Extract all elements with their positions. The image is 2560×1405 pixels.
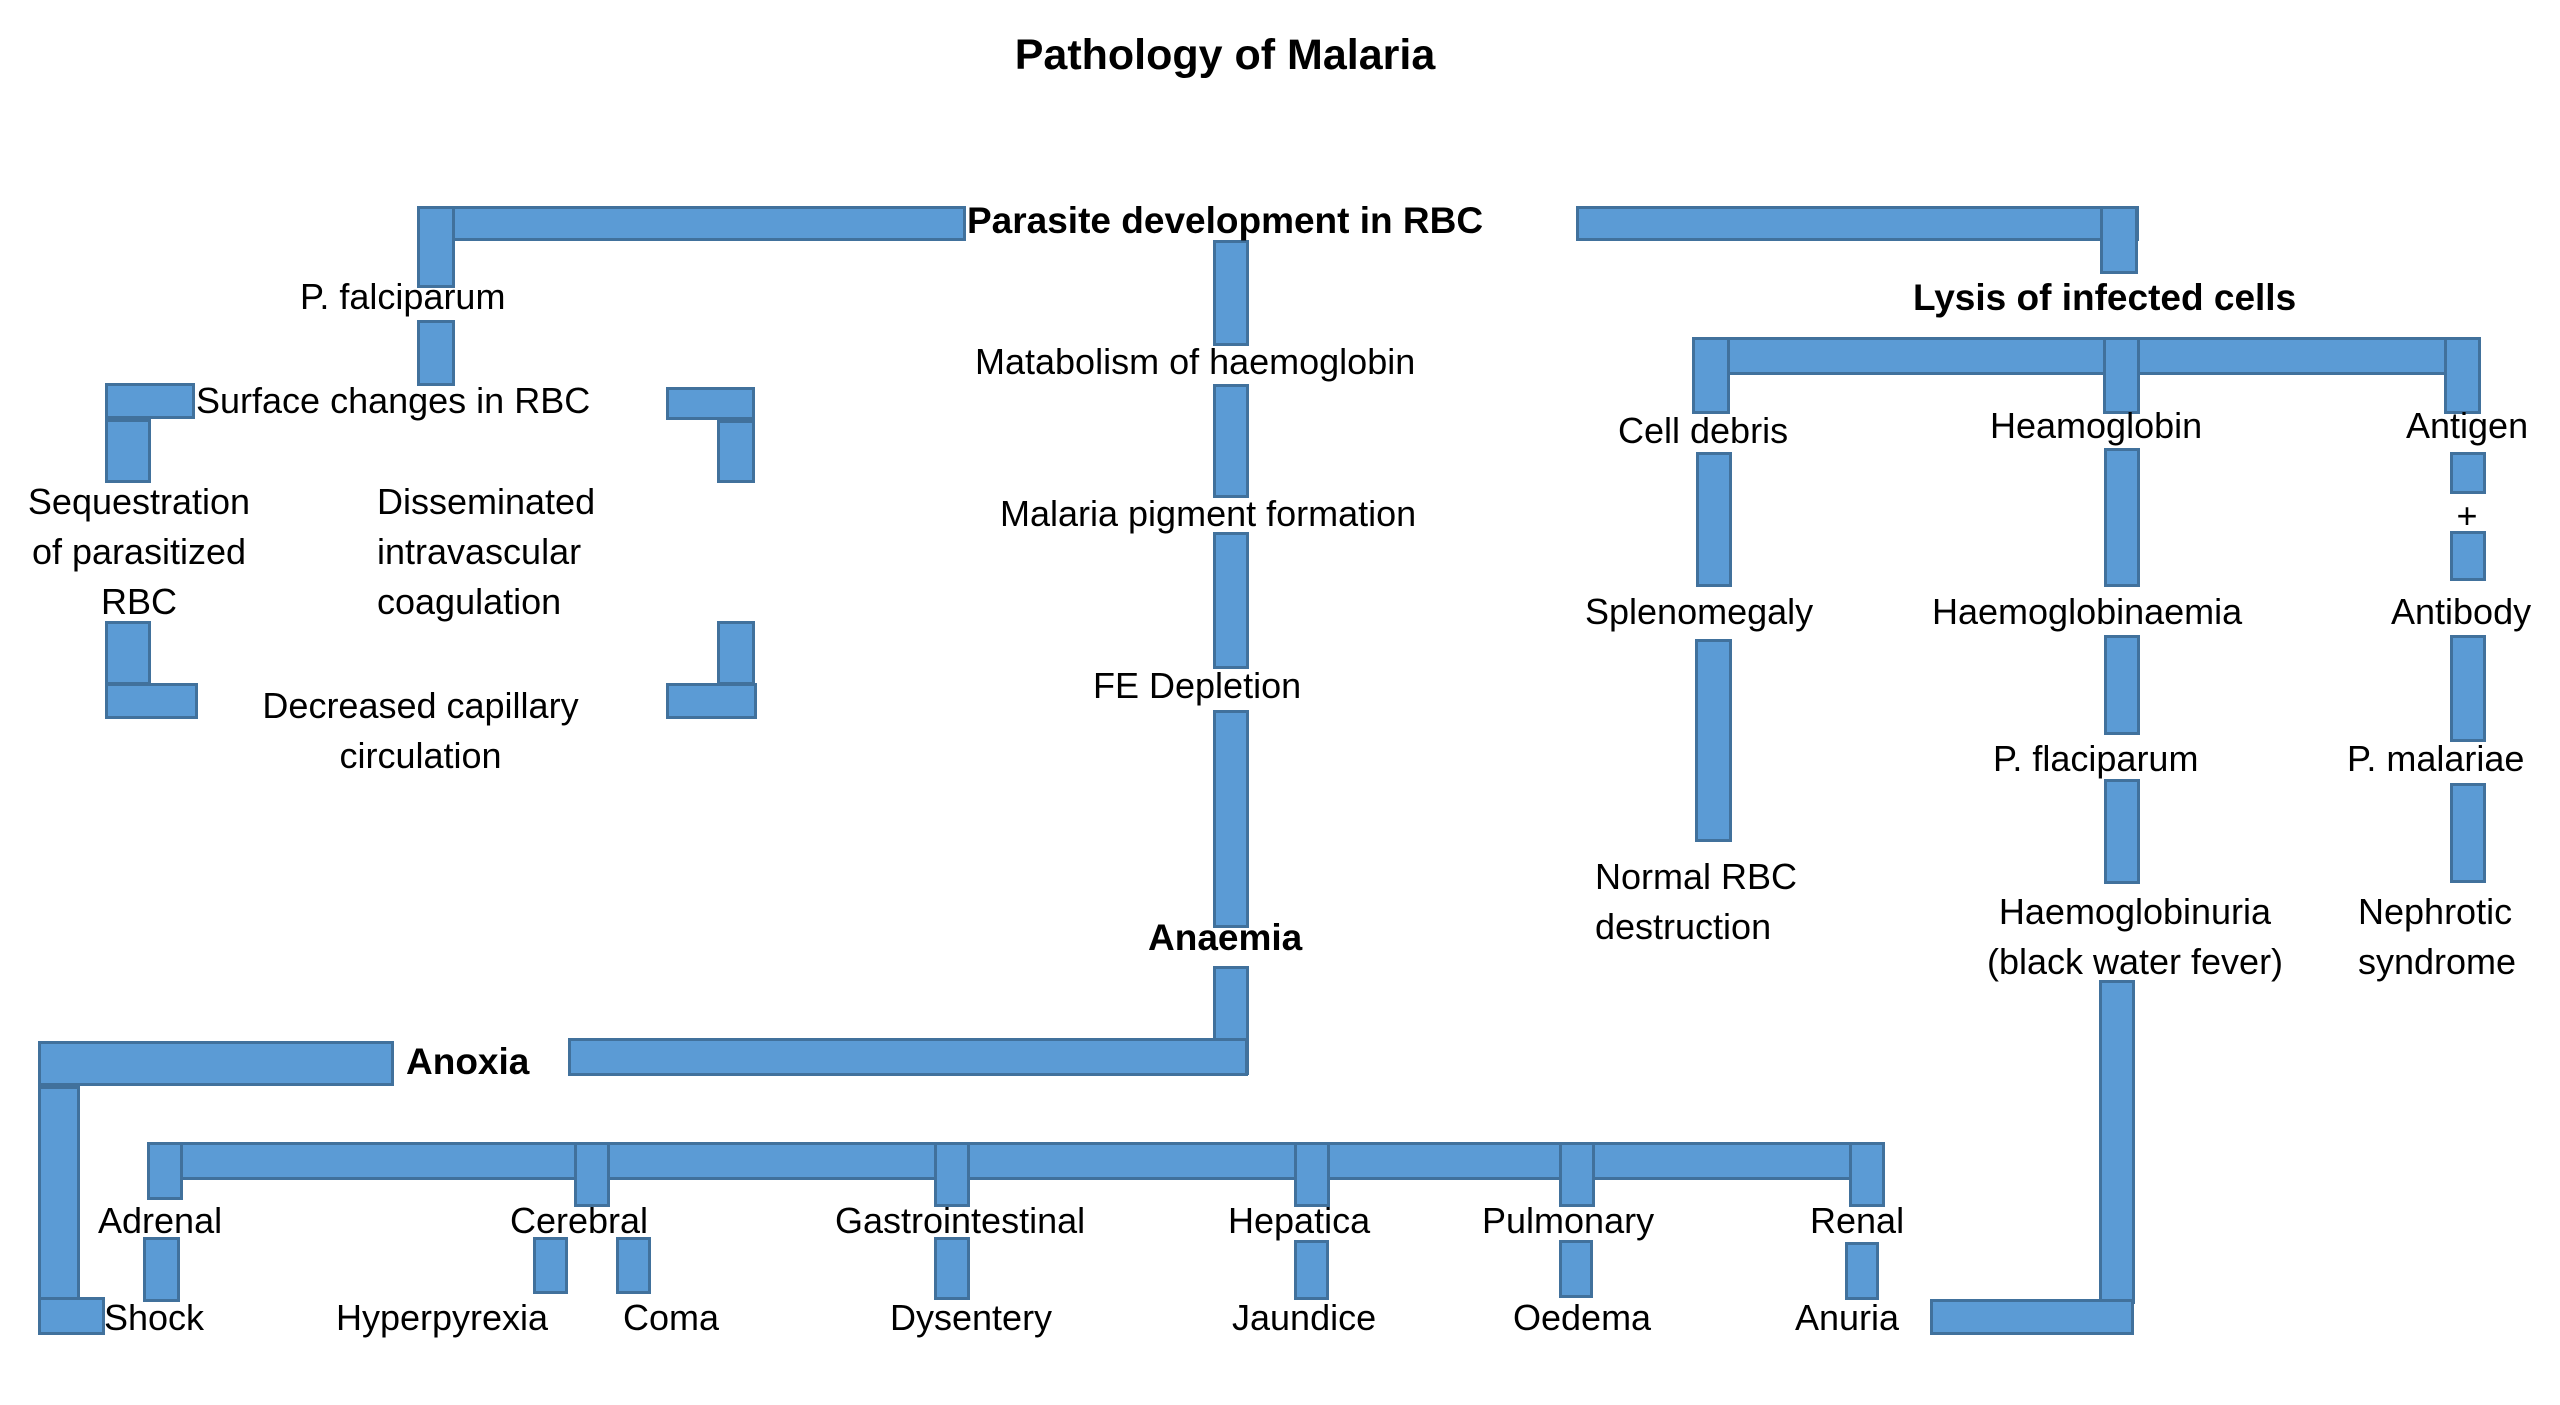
- connector-coagulation-foot: [666, 683, 757, 719]
- node-dysentery: Dysentery: [890, 1297, 1053, 1338]
- connector-organ-stub-adrenal: [147, 1142, 183, 1200]
- connector-haemoglobinuria-vertical: [2099, 980, 2135, 1304]
- connector-flaciparum-vertical: [2104, 779, 2140, 884]
- node-splenomegaly: Splenomegaly: [1585, 591, 1814, 632]
- connector-falciparum-down-stub: [417, 320, 455, 386]
- connector-symptom-stub-oedema: [1559, 1240, 1593, 1298]
- node-sequestration: Sequestration of parasitized RBC: [27, 481, 251, 622]
- connector-antigen-stub-lower: [2450, 531, 2486, 581]
- connector-symptom-stub-anuria: [1845, 1242, 1879, 1300]
- node-antibody: Antibody: [2391, 591, 2532, 632]
- connector-surface-right-horizontal: [666, 387, 755, 420]
- node-anuria: Anuria: [1795, 1297, 1900, 1338]
- connector-center-seg4: [1213, 710, 1249, 928]
- page-title: Pathology of Malaria: [1014, 31, 1436, 79]
- connector-lysis-stub-left: [1692, 337, 1730, 414]
- node-renal: Renal: [1810, 1200, 1905, 1241]
- node-haemoglobinaemia: Haemoglobinaemia: [1932, 591, 2243, 632]
- node-antigen: Antigen: [2406, 405, 2529, 446]
- connector-parasite-right-horizontal: [1576, 206, 2139, 241]
- node-anaemia: Anaemia: [1148, 917, 1303, 958]
- connector-antigen-stub-upper: [2450, 452, 2486, 494]
- connector-shock-foot: [38, 1297, 105, 1335]
- connector-surface-left-vertical: [105, 419, 151, 483]
- node-cell-debris: Cell debris: [1618, 410, 1789, 451]
- node-hyperpyrexia: Hyperpyrexia: [336, 1297, 549, 1338]
- connector-symptom-stub-dysentery: [934, 1237, 970, 1300]
- connector-malariae-vertical: [2450, 783, 2486, 883]
- connector-anoxia-left-vertical: [38, 1086, 80, 1300]
- node-oedema: Oedema: [1513, 1297, 1652, 1338]
- node-p-malariae: P. malariae: [2347, 738, 2525, 779]
- node-adrenal: Adrenal: [98, 1200, 223, 1241]
- node-cerebral: Cerebral: [510, 1200, 649, 1241]
- connector-anoxia-left-horizontal: [38, 1041, 394, 1086]
- node-metabolism-haemoglobin: Matabolism of haemoglobin: [975, 341, 1416, 382]
- node-surface-changes: Surface changes in RBC: [196, 380, 591, 421]
- connector-celldebris-vertical: [1696, 452, 1732, 587]
- connector-heamoglobin-vertical: [2104, 448, 2140, 587]
- connector-parasite-left-horizontal: [417, 206, 966, 241]
- node-normal-rbc-destruction: Normal RBC destruction: [1595, 856, 1798, 947]
- connector-anoxia-right-horizontal: [568, 1038, 1248, 1076]
- node-decreased-capillary: Decreased capillary circulation: [262, 685, 579, 776]
- connector-center-seg1: [1213, 240, 1249, 346]
- node-shock: Shock: [104, 1297, 205, 1338]
- connector-surface-left-horizontal: [105, 383, 195, 419]
- connector-parasite-left-stub: [417, 206, 455, 288]
- connector-organ-stub-renal: [1849, 1142, 1885, 1207]
- node-anoxia: Anoxia: [406, 1041, 530, 1082]
- connector-haemoglobinaemia-vertical: [2104, 635, 2140, 735]
- connector-splenomegaly-vertical: [1695, 639, 1732, 842]
- connector-anuria-horizontal: [1930, 1299, 2134, 1335]
- plus-sign: +: [2456, 495, 2478, 536]
- connector-lysis-horizontal: [1692, 337, 2481, 375]
- node-pulmonary: Pulmonary: [1482, 1200, 1655, 1241]
- node-heamoglobin: Heamoglobin: [1990, 405, 2203, 446]
- node-jaundice: Jaundice: [1232, 1297, 1377, 1338]
- connector-sequestration-foot: [105, 683, 198, 719]
- connector-surface-right-vertical: [717, 420, 755, 483]
- node-p-falciparum: P. falciparum: [300, 276, 506, 317]
- node-disseminated-coagulation: Disseminated intravascular coagulation: [377, 481, 596, 622]
- connector-organ-stub-pulmonary: [1559, 1142, 1595, 1207]
- node-pigment-formation: Malaria pigment formation: [1000, 493, 1417, 534]
- connector-organ-stub-gastro: [934, 1142, 970, 1207]
- connector-symptom-stub-shock: [143, 1237, 180, 1302]
- node-nephrotic-syndrome: Nephrotic syndrome: [2358, 891, 2517, 982]
- connector-symptom-stub-hyperpyrexia: [533, 1237, 568, 1294]
- connector-parasite-right-stub: [2100, 206, 2138, 274]
- node-gastrointestinal: Gastrointestinal: [835, 1200, 1086, 1241]
- connector-coagulation-vertical: [717, 621, 755, 685]
- connector-symptom-stub-coma: [616, 1237, 651, 1294]
- connector-organ-horizontal: [147, 1142, 1884, 1180]
- connector-lysis-stub-middle: [2103, 337, 2140, 414]
- node-parasite-development: Parasite development in RBC: [967, 200, 1484, 241]
- node-p-flaciparum: P. flaciparum: [1993, 738, 2199, 779]
- connector-organ-stub-hepatica: [1294, 1142, 1330, 1207]
- node-coma: Coma: [623, 1297, 720, 1338]
- connector-antibody-vertical: [2450, 635, 2486, 742]
- connector-organ-stub-cerebral: [574, 1142, 610, 1207]
- connector-symptom-stub-jaundice: [1294, 1240, 1329, 1300]
- connector-center-seg2: [1213, 384, 1249, 498]
- node-fe-depletion: FE Depletion: [1093, 665, 1302, 706]
- connector-lysis-stub-right: [2444, 337, 2481, 414]
- node-lysis-of-infected-cells: Lysis of infected cells: [1913, 277, 2297, 318]
- node-hepatica: Hepatica: [1228, 1200, 1371, 1241]
- connector-sequestration-vertical: [105, 621, 151, 685]
- node-haemoglobinuria: Haemoglobinuria (black water fever): [1986, 891, 2284, 982]
- connector-center-seg3: [1213, 532, 1249, 669]
